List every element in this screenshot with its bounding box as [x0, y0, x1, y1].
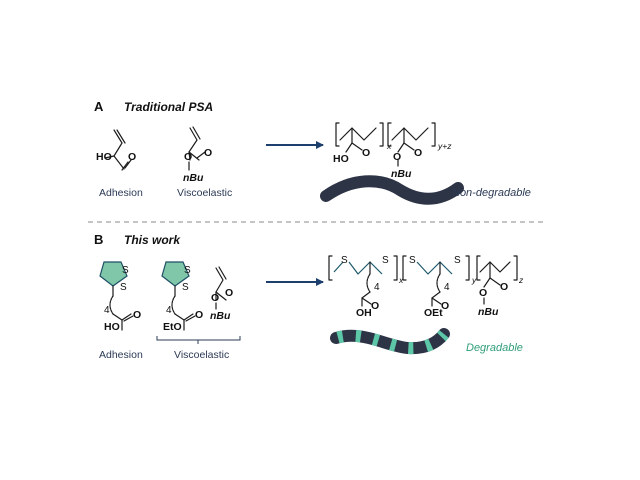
pendant-count-2: 4 [444, 282, 450, 293]
ester-oxygen-label-a: O [184, 151, 192, 163]
polymer-s2-label: S [382, 255, 389, 266]
eto-label-b: EtO [163, 321, 182, 333]
panel-title-a: Traditional PSA [124, 100, 213, 114]
polymer-s1-label: S [341, 255, 348, 266]
caption-adhesion-a: Adhesion [99, 187, 143, 199]
acrylic-acid-structure: HO O [96, 129, 136, 171]
polymer-oh-label: OH [356, 307, 372, 319]
tag-non-degradable: Non-degradable [452, 187, 531, 199]
subscript-x-a: x [386, 141, 392, 151]
butyl-acrylate-structure: O O nBu [183, 126, 212, 184]
ring-s2-label-2: S [182, 282, 189, 293]
butyl-acrylate-structure-b: O O nBu [210, 266, 233, 322]
lipoic-acid-structure: S S 4 HO O [99, 261, 141, 333]
polymer-o2-label-a: O [393, 151, 401, 163]
ring-s2-label-1: S [120, 282, 127, 293]
svg-text:O: O [500, 281, 508, 293]
ring-s1-label-2: S [184, 265, 191, 276]
pendant-count-1: 4 [374, 282, 380, 293]
polymer-s4-label: S [454, 255, 461, 266]
nbu-label-a: nBu [183, 172, 204, 184]
svg-text:O: O [195, 309, 203, 321]
polymer-nbu-label-a: nBu [391, 168, 412, 180]
degradable-fiber [330, 328, 450, 355]
nbu-label-b: nBu [210, 310, 231, 322]
svg-text:O: O [225, 287, 233, 299]
panel-letter-b: B [94, 232, 103, 247]
ethyl-lipoate-structure: S S 4 EtO O [161, 261, 203, 333]
svg-text:O: O [204, 147, 212, 159]
subscript-yz-a: y+z [437, 141, 452, 151]
polymer-oet-label: OEt [424, 307, 443, 319]
svg-text:O: O [133, 309, 141, 321]
subscript-x-b: x [398, 275, 404, 285]
svg-text:O: O [211, 292, 219, 304]
polymer-o1-label-a: O [362, 147, 370, 159]
polymer-nbu-label-b: nBu [478, 306, 499, 318]
polymer-ho-label-a: HO [333, 153, 349, 165]
non-degradable-fiber [320, 175, 464, 205]
subscript-z-b: z [518, 275, 524, 285]
polyacrylate-structure: x y+z HO O O O nBu [333, 122, 452, 180]
svg-text:O: O [371, 300, 379, 312]
caption-viscoelastic-a: Viscoelastic [177, 187, 232, 199]
ring-s1-label-1: S [122, 265, 129, 276]
polymer-s3-label: S [409, 255, 416, 266]
subscript-y-b: y [471, 275, 477, 285]
section-b: B This work S S 4 HO O Adhesion S S [94, 232, 524, 361]
hydroxyl-label-a: HO [96, 151, 112, 163]
svg-text:O: O [441, 300, 449, 312]
svg-text:O: O [414, 147, 422, 159]
caption-adhesion-b: Adhesion [99, 349, 143, 361]
hydroxyl-label-b: HO [104, 321, 120, 333]
tag-degradable: Degradable [466, 342, 523, 354]
caption-viscoelastic-b: Viscoelastic [174, 349, 229, 361]
viscoelastic-brace [156, 336, 241, 344]
chain-count-label-1: 4 [104, 305, 110, 316]
panel-title-b: This work [124, 233, 181, 247]
panel-letter-a: A [94, 99, 104, 114]
chain-count-label-2: 4 [166, 305, 172, 316]
svg-text:O: O [128, 151, 136, 163]
degradable-copolymer-structure: S S x S S y z 4 O OH [328, 255, 524, 319]
section-a: A Traditional PSA HO O Adhesion O O nBu … [94, 99, 531, 205]
svg-text:O: O [479, 287, 487, 299]
